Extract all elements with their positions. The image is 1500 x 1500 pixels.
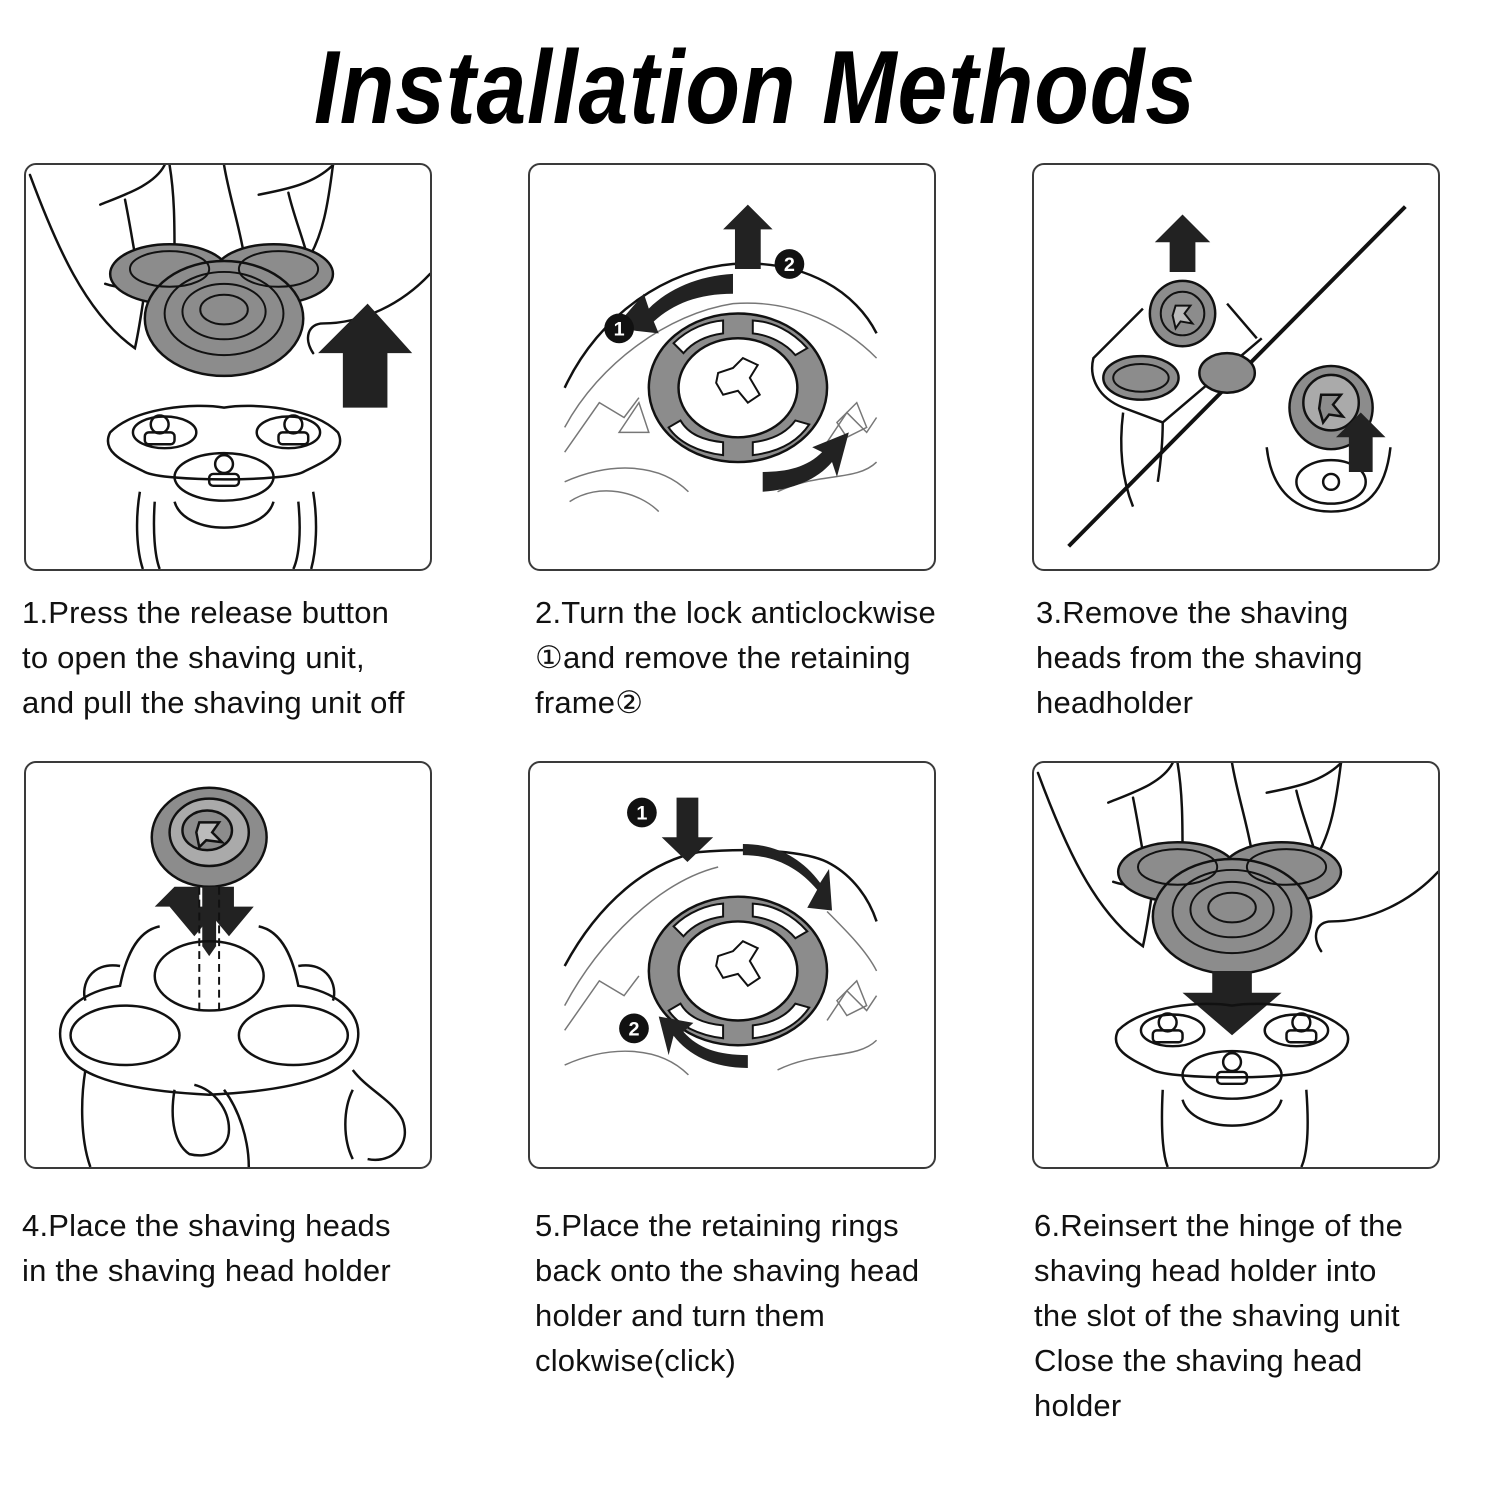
retaining-ring-rotate-icon: 1 2 (563, 204, 878, 513)
badge-1: 1 (614, 318, 625, 340)
step-4-caption: 4.Place the shaving heads in the shaving… (22, 1203, 492, 1293)
step-5-illustration: 1 2 (528, 761, 936, 1169)
step-5-caption: 5.Place the retaining rings back onto th… (535, 1203, 1005, 1383)
place-head-down-arrow-icon (58, 786, 406, 1167)
caption-line: 1.Press the release button (22, 595, 390, 630)
caption-line: and pull the shaving unit off (22, 685, 405, 720)
caption-line: frame② (535, 685, 644, 720)
badge-2: 2 (628, 1018, 639, 1040)
page-title: Installation Methods (313, 30, 1196, 146)
step-2-illustration: 1 2 (528, 163, 936, 571)
step-4-illustration (24, 761, 432, 1169)
caption-line: ①and remove the retaining (535, 640, 911, 675)
caption-line: holder and turn them (535, 1298, 826, 1333)
caption-line: to open the shaving unit, (22, 640, 365, 675)
hand-shaver-up-arrow-icon (28, 165, 430, 569)
caption-line: 2.Turn the lock anticlockwise (535, 595, 936, 630)
caption-line: holder (1034, 1388, 1122, 1423)
caption-line: heads from the shaving (1036, 640, 1363, 675)
caption-line: Close the shaving head (1034, 1343, 1363, 1378)
caption-line: in the shaving head holder (22, 1253, 391, 1288)
badge-1: 1 (636, 802, 647, 824)
caption-line: the slot of the shaving unit (1034, 1298, 1400, 1333)
retaining-ring-clockwise-icon: 1 2 (563, 797, 878, 1076)
caption-line: shaving head holder into (1034, 1253, 1377, 1288)
step-6-illustration (1032, 761, 1440, 1169)
step-1-illustration (24, 163, 432, 571)
caption-line: 3.Remove the shaving (1036, 595, 1349, 630)
step-1-caption: 1.Press the release button to open the s… (22, 590, 492, 725)
step-6-caption: 6.Reinsert the hinge of the shaving head… (1034, 1203, 1500, 1428)
step-2-caption: 2.Turn the lock anticlockwise ①and remov… (535, 590, 1005, 725)
reinsert-shaving-unit-icon (1036, 763, 1438, 1167)
badge-2: 2 (784, 254, 795, 276)
remove-heads-icon (1067, 205, 1407, 548)
caption-line: headholder (1036, 685, 1194, 720)
caption-line: clokwise(click) (535, 1343, 737, 1378)
caption-line: 6.Reinsert the hinge of the (1034, 1208, 1404, 1243)
step-3-caption: 3.Remove the shaving heads from the shav… (1036, 590, 1500, 725)
caption-line: back onto the shaving head (535, 1253, 920, 1288)
caption-line: 4.Place the shaving heads (22, 1208, 391, 1243)
step-3-illustration (1032, 163, 1440, 571)
caption-line: 5.Place the retaining rings (535, 1208, 899, 1243)
